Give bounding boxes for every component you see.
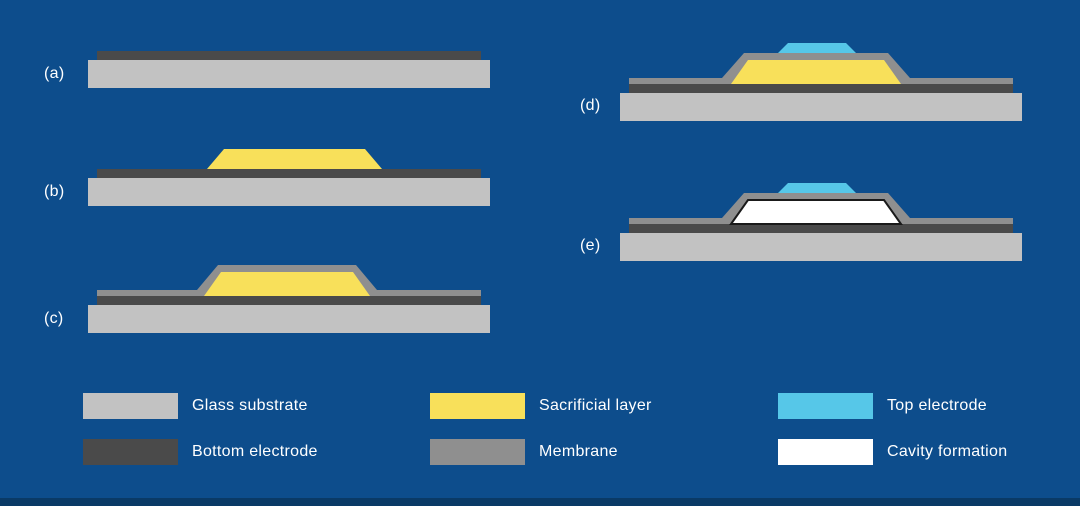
legend-label-bottom-electrode: Bottom electrode [192,443,318,460]
legend-label-membrane: Membrane [539,443,618,460]
bottom-electrode-shape-e [629,224,1013,233]
panel-e-shapes [620,183,1022,261]
glass-substrate-shape-a [88,60,490,88]
footer-accent-bar [0,498,1080,506]
legend-item-cavity-formation: Cavity formation [778,439,1007,465]
panel-label-e: (e) [580,237,601,254]
membrane-swatch [430,439,525,465]
panel-c-shapes [88,265,490,333]
panel-label-c: (c) [44,310,64,327]
panel-d-shapes [620,43,1022,121]
cavity-shape-e [729,199,903,225]
legend-item-membrane: Membrane [430,439,618,465]
legend-item-glass-substrate: Glass substrate [83,393,308,419]
bottom-electrode-swatch [83,439,178,465]
bottom-electrode-shape-b [97,169,481,178]
panel-a-shapes [88,51,490,88]
glass-substrate-shape-e [620,233,1022,261]
legend-label-cavity-formation: Cavity formation [887,443,1008,460]
top-electrode-shape-e [778,183,856,193]
glass-substrate-swatch [83,393,178,419]
legend-item-bottom-electrode: Bottom electrode [83,439,318,465]
sacrificial-layer-shape-c [204,272,370,296]
sacrificial-layer-swatch [430,393,525,419]
panel-b-shapes [88,149,490,206]
panel-label-d: (d) [580,97,601,114]
sacrificial-layer-shape-d [731,60,901,84]
bottom-electrode-shape-a [97,51,481,60]
glass-substrate-shape-d [620,93,1022,121]
cavity-formation-swatch [778,439,873,465]
glass-substrate-shape-c [88,305,490,333]
legend-item-sacrificial-layer: Sacrificial layer [430,393,652,419]
sacrificial-layer-shape-b [207,149,382,169]
legend-label-sacrificial-layer: Sacrificial layer [539,397,652,414]
panel-label-a: (a) [44,65,65,82]
legend-label-top-electrode: Top electrode [887,397,987,414]
panel-label-b: (b) [44,183,65,200]
glass-substrate-shape-b [88,178,490,206]
top-electrode-shape-d [778,43,856,53]
legend-item-top-electrode: Top electrode [778,393,987,419]
bottom-electrode-shape-c [97,296,481,305]
top-electrode-swatch [778,393,873,419]
bottom-electrode-shape-d [629,84,1013,93]
legend-label-glass-substrate: Glass substrate [192,397,308,414]
